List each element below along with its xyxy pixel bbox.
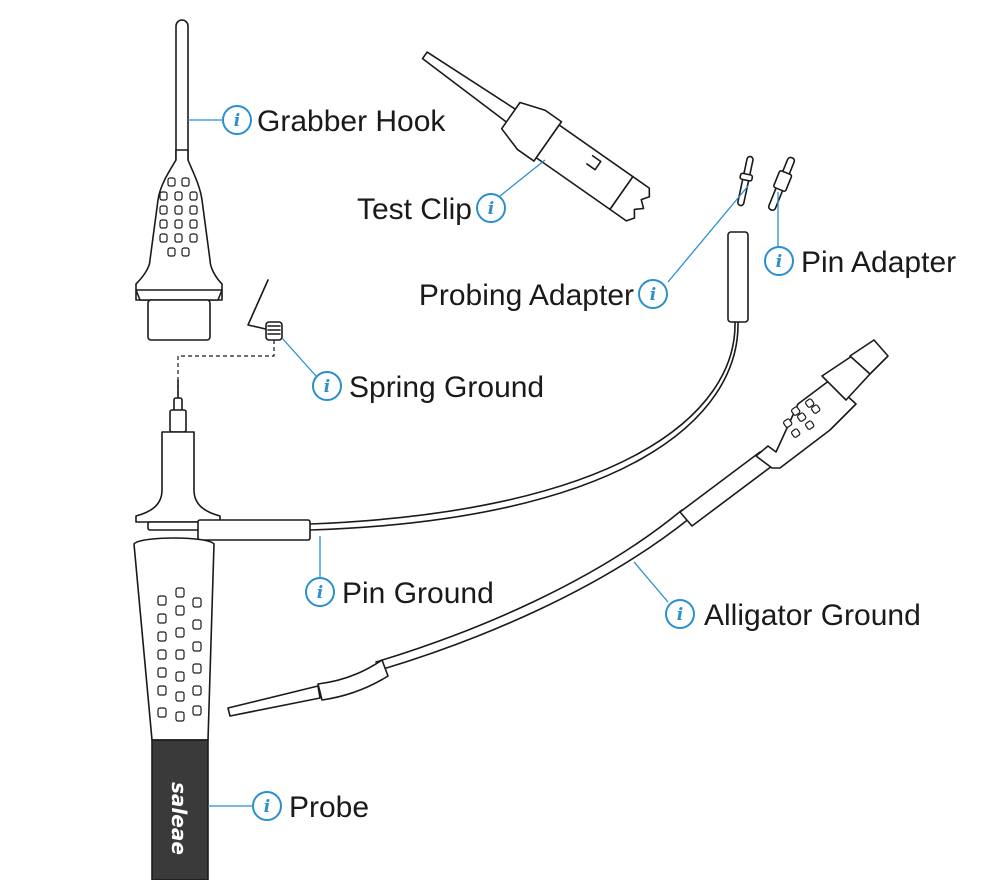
callout-alligator-ground[interactable]: i Alligator Ground — [665, 599, 921, 632]
label-grabber-hook: Grabber Hook — [257, 105, 446, 138]
info-icon — [764, 246, 794, 276]
info-icon — [222, 105, 252, 135]
label-spring-ground: Spring Ground — [349, 371, 544, 404]
info-icon — [312, 371, 342, 401]
callout-pin-adapter[interactable]: i Pin Adapter — [764, 246, 956, 279]
label-probing-adapter: Probing Adapter — [419, 279, 634, 312]
label-pin-ground: Pin Ground — [342, 577, 494, 610]
callout-spring-ground[interactable]: i Spring Ground — [312, 371, 544, 404]
svg-text:i: i — [317, 583, 323, 603]
alligator-grip-dots — [783, 398, 821, 438]
leader-lines — [188, 119, 779, 807]
svg-text:i: i — [650, 285, 656, 305]
pin-adapter-illustration — [737, 155, 796, 211]
info-icon — [476, 193, 506, 223]
label-probe: Probe — [289, 791, 369, 824]
info-icon — [665, 599, 695, 629]
svg-text:i: i — [324, 377, 330, 397]
svg-text:i: i — [677, 605, 683, 625]
probe-illustration: saleae — [133, 379, 311, 880]
callout-grabber-hook[interactable]: i Grabber Hook — [222, 105, 446, 138]
label-test-clip: Test Clip — [357, 193, 472, 226]
info-icon — [638, 279, 668, 309]
grabber-hook-illustration — [135, 19, 223, 341]
label-pin-adapter: Pin Adapter — [801, 246, 956, 279]
callout-probe[interactable]: i Probe — [252, 791, 369, 824]
callout-test-clip[interactable]: Test Clip i — [357, 193, 506, 226]
svg-text:i: i — [234, 111, 240, 131]
probe-grip-dots — [157, 587, 202, 722]
alligator-ground-illustration — [227, 339, 889, 717]
callout-pin-ground[interactable]: i Pin Ground — [305, 577, 494, 610]
label-alligator-ground: Alligator Ground — [704, 599, 921, 632]
saleae-logo: saleae — [167, 782, 191, 855]
probing-adapter-cable-illustration — [309, 231, 749, 531]
grabber-grip-dots — [159, 177, 198, 257]
svg-text:i: i — [264, 797, 270, 817]
info-icon — [252, 791, 282, 821]
info-icon — [305, 577, 335, 607]
test-clip-illustration — [421, 51, 651, 222]
callout-probing-adapter[interactable]: Probing Adapter i — [419, 279, 668, 312]
svg-text:i: i — [488, 199, 494, 219]
svg-text:i: i — [776, 252, 782, 272]
